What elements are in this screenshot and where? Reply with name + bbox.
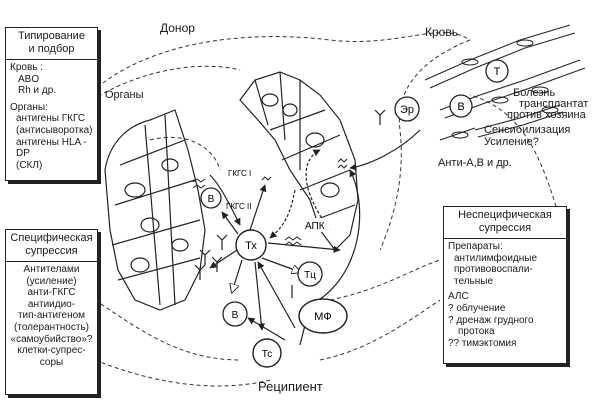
organ-tissue-right [239, 71, 359, 251]
organ-tissue-left [104, 109, 206, 311]
cell-t-blood-label: Т [494, 66, 501, 78]
cell-b-blood: В [449, 94, 473, 118]
specific-suppression-box: Специфическая супрессия Антителами (усил… [5, 229, 98, 395]
cell-tc: Тц [297, 261, 323, 287]
blood-vessel-lines [424, 24, 586, 141]
specific-suppression-body: Антителами (усиление) анти-ГКГС антиидио… [10, 264, 93, 368]
donor-region-outline [91, 32, 561, 387]
cell-mf-label: МФ [314, 311, 331, 323]
specific-suppression-title: Специфическая супрессия [6, 230, 97, 262]
anti-ab-label: Анти-А,В и др. [438, 157, 512, 169]
blood-label: Кровь [425, 25, 458, 39]
cell-mf: МФ [298, 298, 348, 334]
cell-ts: Тс [252, 338, 282, 368]
mhc2-label: ГКГС II [226, 202, 251, 211]
cell-tc-label: Тц [304, 270, 316, 281]
cell-t-blood: Т [485, 59, 509, 83]
antibody-glyphs [194, 109, 386, 280]
organs-label: Органы [105, 89, 144, 101]
mhc-chains [192, 158, 348, 246]
gvh-line3: против хозяина [507, 109, 586, 121]
nonspecific-suppression-box: Неспецифическая супрессия Препараты: ант… [443, 206, 567, 364]
enhancement-label: Усиление? [484, 136, 539, 148]
apc-label: АПК [305, 221, 325, 232]
interaction-arrows [209, 129, 421, 346]
typing-box: Типирование и подбор Кровь : ABO Rh и др… [5, 27, 98, 181]
cell-b-low: В [222, 301, 248, 327]
cell-th: Тх [235, 229, 267, 261]
gvh-line2: трансплантат [519, 98, 589, 110]
apc-box [300, 218, 330, 232]
mhc1-label: ГКГС I [228, 169, 251, 178]
cell-b-donor: В [200, 187, 222, 209]
donor-label: Донор [160, 21, 195, 35]
nonspecific-suppression-body: Препараты: антилимфоидные противовоспали… [448, 241, 538, 349]
cell-b-low-label: В [232, 310, 239, 321]
nonspecific-suppression-title: Неспецифическая супрессия [444, 207, 566, 239]
cell-er-label: Эр [400, 104, 414, 116]
gvh-line1: Болезнь [513, 87, 556, 99]
cell-ts-label: Тс [262, 349, 273, 360]
typing-box-body: Кровь : ABO Rh и др. Органы: антигены ГК… [10, 62, 93, 171]
cell-b-donor-label: В [208, 194, 215, 205]
sensitization-label: Сенсибилизация [484, 124, 571, 136]
recipient-label: Реципиент [258, 379, 323, 394]
typing-box-title: Типирование и подбор [6, 28, 97, 60]
cell-er: Эр [394, 96, 420, 122]
cell-th-label: Тх [245, 240, 257, 252]
cell-b-blood-label: В [457, 101, 464, 113]
